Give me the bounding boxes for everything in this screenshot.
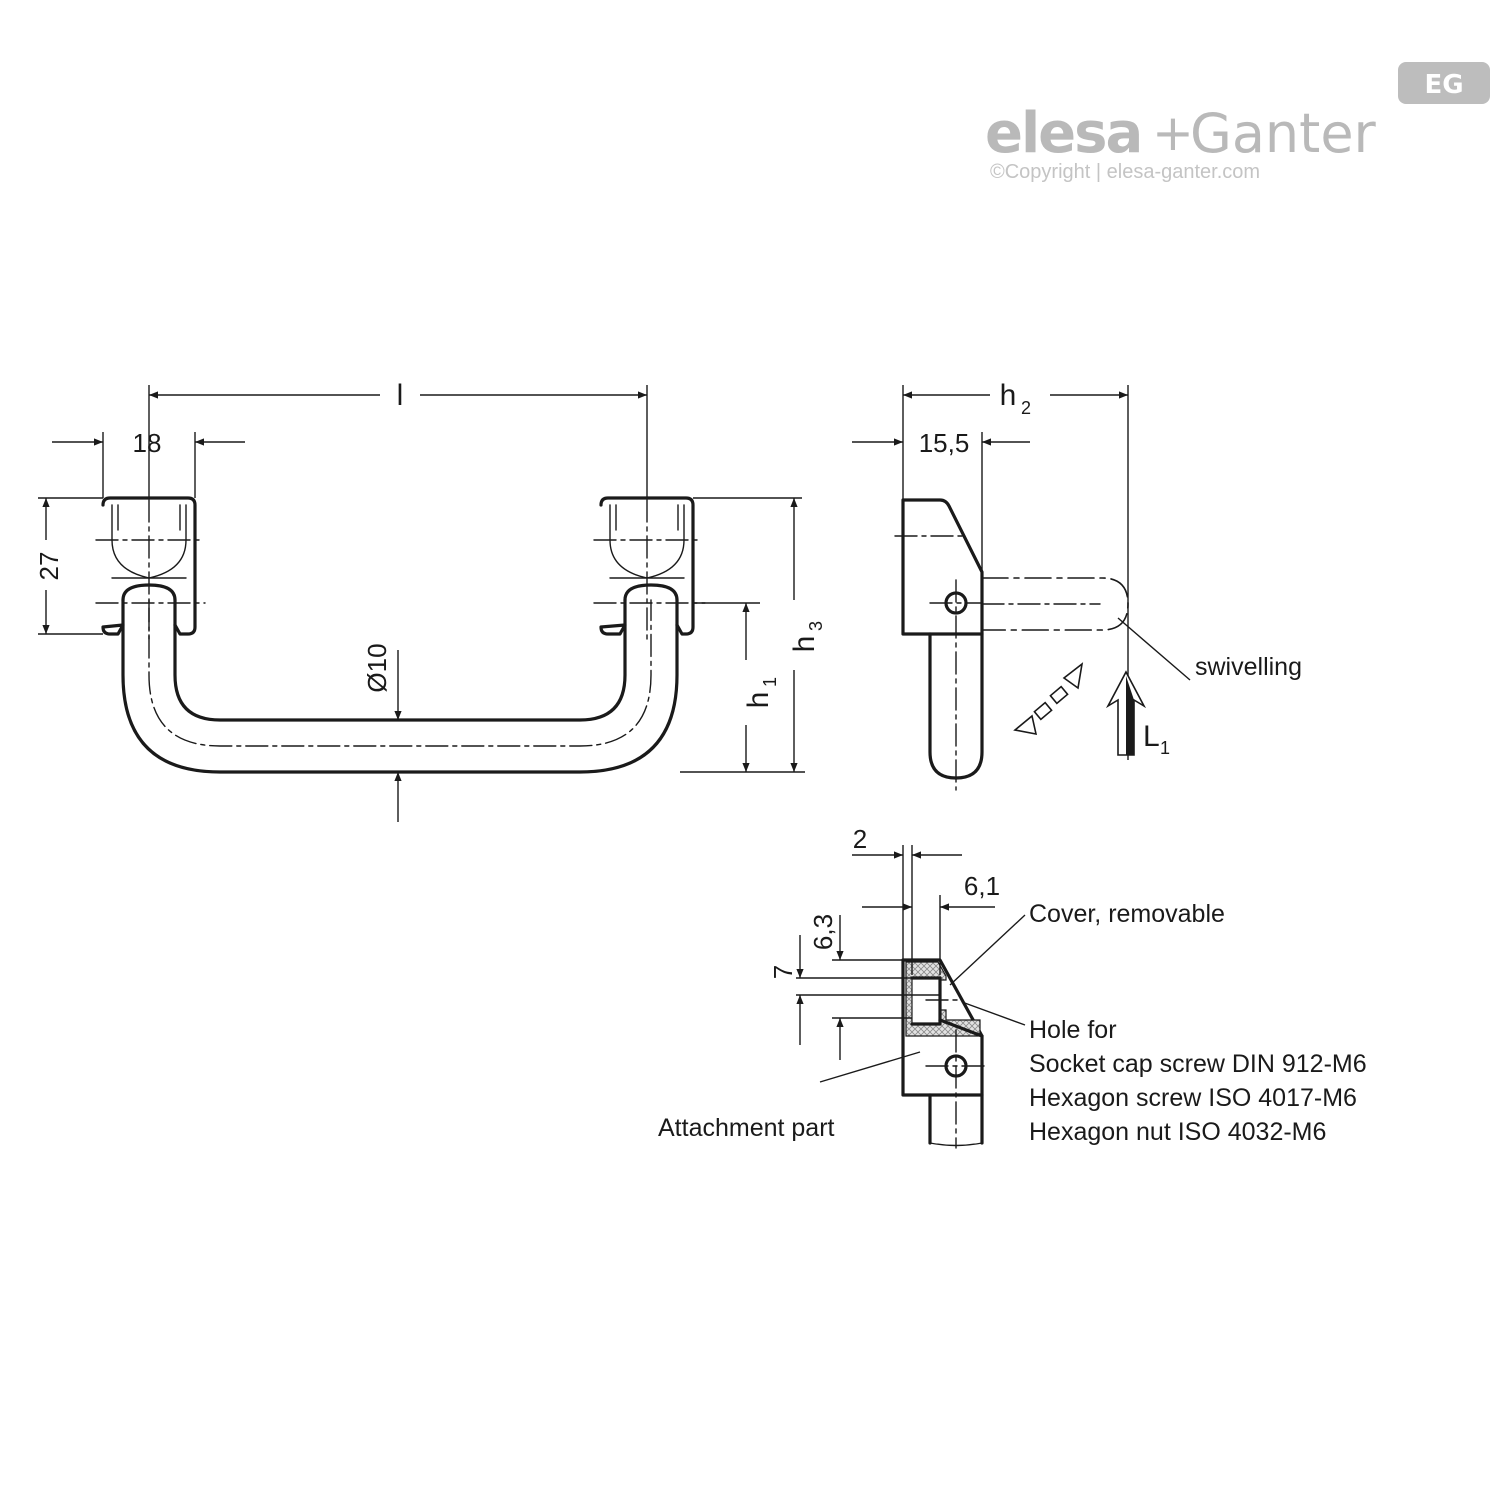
eg-badge-icon: EG (1398, 62, 1490, 104)
dim-h3-label: h (788, 636, 821, 653)
label-swivelling: swivelling (1195, 653, 1302, 681)
dim-h1-label: h (742, 692, 775, 709)
load-arrow-icon (1105, 670, 1147, 756)
copyright-text: ©Copyright | elesa-ganter.com (990, 161, 1260, 183)
load-label-sub: 1 (1160, 738, 1170, 758)
front-view: l 18 27 Ø10 h 1 h 3 (34, 379, 826, 822)
label-attachment: Attachment part (658, 1114, 835, 1142)
label-screw-1: Socket cap screw DIN 912-M6 (1029, 1050, 1367, 1078)
dim-length-label: l (397, 379, 404, 412)
label-hole: Hole for (1029, 1016, 1117, 1044)
label-screw-2: Hexagon screw ISO 4017-M6 (1029, 1084, 1357, 1112)
load-label: L (1143, 720, 1160, 753)
label-cover: Cover, removable (1029, 900, 1225, 928)
left-mount-block (95, 496, 206, 641)
brand-logo: EG elesa + Ganter ©Copyright | elesa-gan… (985, 62, 1490, 183)
dim-6-3-label: 6,3 (808, 914, 838, 950)
dim-7-label: 7 (768, 965, 798, 979)
dim-block-width-label: 18 (133, 428, 162, 458)
dim-offset-label: 15,5 (919, 428, 970, 458)
label-nut: Hexagon nut ISO 4032-M6 (1029, 1118, 1326, 1146)
side-view: h 2 15,5 swivelling L 1 (852, 379, 1302, 791)
logo-main-text: elesa (985, 101, 1141, 166)
logo-plus-text: + (1152, 104, 1194, 162)
dim-block-height-label: 27 (34, 552, 64, 581)
dim-h2-sub: 2 (1021, 398, 1031, 418)
dim-diameter-label: Ø10 (362, 643, 392, 692)
dim-6-1-label: 6,1 (964, 871, 1000, 901)
section-view: 2 6,1 6,3 7 Cover, removable Hole for So… (658, 824, 1367, 1149)
swivel-direction-icon (1013, 662, 1084, 736)
dim-h3-sub: 3 (806, 621, 826, 631)
dim-2-label: 2 (853, 824, 867, 854)
right-mount-block (593, 496, 706, 641)
dim-h1-sub: 1 (760, 677, 780, 687)
logo-badge-text: EG (1424, 70, 1463, 100)
dim-h2-label: h (1000, 379, 1017, 412)
logo-second-text: Ganter (1190, 102, 1377, 165)
